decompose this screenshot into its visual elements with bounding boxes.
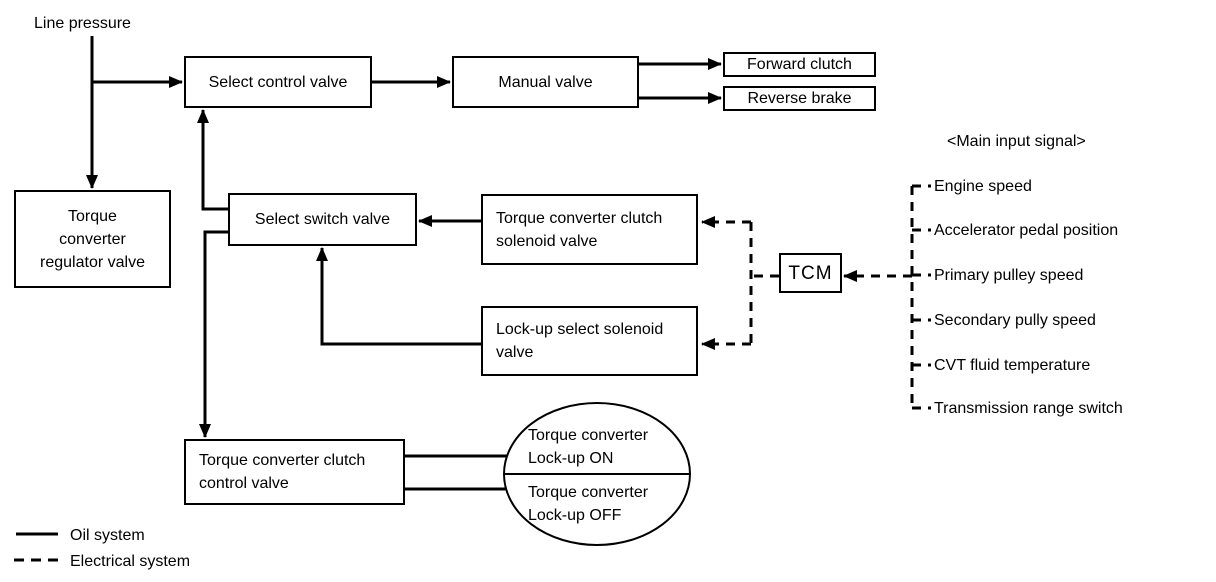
- torque-converter-regulator-valve-label: Torque converter regulator valve: [40, 207, 145, 271]
- lockup-off-label: Torque converter Lock-up OFF: [528, 484, 649, 524]
- electrical-system-lines: [701, 184, 931, 410]
- legend-electrical-system-label: Electrical system: [70, 553, 191, 570]
- select-control-valve-label: Select control valve: [208, 73, 348, 91]
- torque-converter-clutch-solenoid-valve-label: Torque converter clutch solenoid valve: [496, 209, 663, 250]
- select-switch-to-select-control-line: [197, 109, 228, 211]
- main-input-signal-heading: <Main input signal>: [947, 133, 1086, 150]
- lockup-solenoid-to-select-switch-line: [316, 247, 482, 346]
- line-pressure-label: Line pressure: [34, 15, 131, 32]
- box-tcm: TCM: [779, 253, 842, 293]
- reverse-brake-label: Reverse brake: [747, 90, 852, 107]
- box-torque-converter-clutch-solenoid-valve: Torque converter clutch solenoid valve: [481, 194, 698, 265]
- manual-valve-label: Manual valve: [498, 73, 593, 91]
- legend-samples: [14, 532, 58, 562]
- lockup-state-ellipse: [503, 402, 691, 546]
- select-switch-valve-label: Select switch valve: [254, 211, 391, 228]
- signal-cvt-fluid-temperature: CVT fluid temperature: [934, 357, 1091, 374]
- oil-system-lines: [86, 36, 722, 491]
- box-select-control-valve: Select control valve: [184, 56, 372, 108]
- lock-up-select-solenoid-valve-label: Lock-up select solenoid valve: [496, 321, 664, 361]
- lockup-on-label: Torque converter Lock-up ON: [528, 427, 649, 467]
- box-reverse-brake: Reverse brake: [723, 86, 876, 111]
- box-manual-valve: Manual valve: [452, 56, 639, 108]
- box-forward-clutch: Forward clutch: [723, 52, 876, 77]
- torque-converter-clutch-control-valve-label: Torque converter clutch control valve: [199, 452, 366, 492]
- signal-transmission-range-switch: Transmission range switch: [934, 400, 1123, 417]
- box-select-switch-valve: Select switch valve: [228, 193, 417, 246]
- tcm-label: TCM: [788, 262, 833, 284]
- legend-oil-system-label: Oil system: [70, 527, 145, 544]
- signal-primary-pulley-speed: Primary pulley speed: [934, 267, 1084, 284]
- box-torque-converter-clutch-control-valve: Torque converter clutch control valve: [184, 439, 405, 505]
- signal-secondary-pully-speed: Secondary pully speed: [934, 312, 1096, 329]
- signal-accelerator-pedal-position: Accelerator pedal position: [934, 222, 1119, 239]
- select-switch-to-clutch-control-valve-line: [199, 230, 228, 438]
- box-lock-up-select-solenoid-valve: Lock-up select solenoid valve: [481, 306, 698, 376]
- signal-engine-speed: Engine speed: [934, 178, 1032, 195]
- box-torque-converter-regulator-valve: Torque converter regulator valve: [14, 190, 171, 288]
- forward-clutch-label: Forward clutch: [747, 56, 852, 73]
